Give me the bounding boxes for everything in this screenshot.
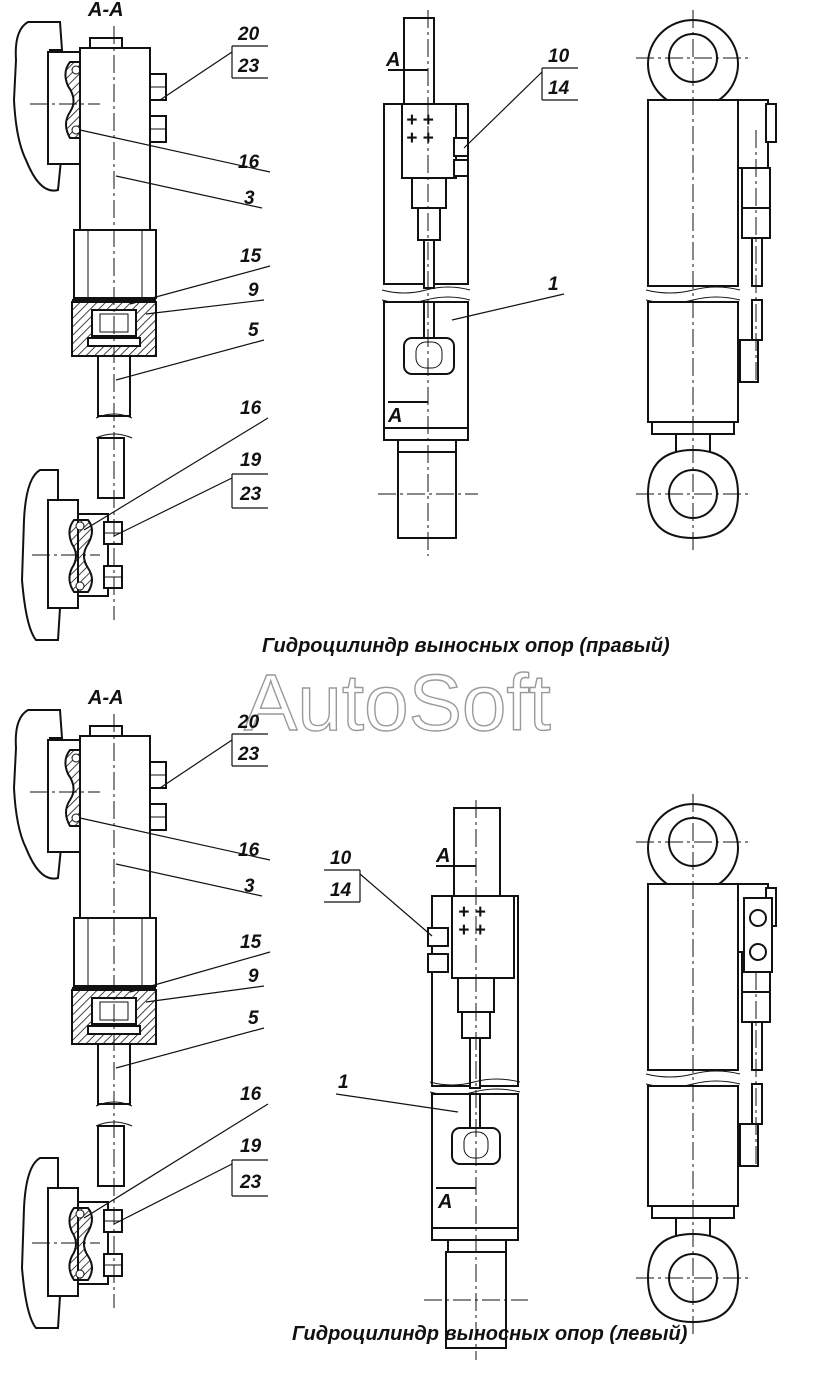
section-label: А-А: [87, 0, 124, 21]
svg-text:+ +: + +: [458, 920, 485, 941]
section-view-right: [13, 21, 167, 641]
callout-1: 1: [338, 1072, 349, 1093]
callout-23: 23: [239, 1172, 262, 1193]
callout-16: 16: [240, 398, 262, 419]
section-arrow-label: A: [385, 49, 400, 71]
callout-23: 23: [237, 744, 260, 765]
callout-23: 23: [237, 56, 260, 77]
callout-16: 16: [238, 840, 260, 861]
right-cylinder-drawing: + + + + A A А-А 20 23: [13, 0, 777, 657]
callout-15: 15: [240, 246, 262, 267]
callout-19: 19: [240, 450, 262, 471]
front-view-left: + + + + A A: [424, 800, 528, 1360]
svg-text:+ +: + +: [458, 902, 485, 923]
callout-9: 9: [248, 966, 259, 987]
callout-14: 14: [548, 78, 570, 99]
callout-5: 5: [248, 1008, 259, 1029]
callout-15: 15: [240, 932, 262, 953]
section-view-left: [13, 709, 167, 1329]
section-arrow-label: A: [437, 1191, 452, 1213]
watermark: AutoSoft: [244, 658, 551, 747]
left-cylinder-drawing: + + + + A A: [13, 687, 777, 1360]
callout-10: 10: [330, 848, 352, 869]
callout-9: 9: [248, 280, 259, 301]
section-arrow-label: A: [435, 845, 450, 867]
callout-16: 16: [238, 152, 260, 173]
section-label: А-А: [87, 687, 124, 709]
callout-3: 3: [244, 188, 255, 209]
callout-1: 1: [548, 274, 559, 295]
section-arrow-label: A: [387, 405, 402, 427]
callout-14: 14: [330, 880, 352, 901]
caption-left: Гидроцилиндр выносных опор (левый): [292, 1323, 688, 1345]
callout-16: 16: [240, 1084, 262, 1105]
callout-20: 20: [237, 712, 260, 733]
callout-23: 23: [239, 484, 262, 505]
side-view-right: [635, 9, 777, 551]
callout-19: 19: [240, 1136, 262, 1157]
callout-10: 10: [548, 46, 570, 67]
caption-right: Гидроцилиндр выносных опор (правый): [262, 635, 670, 657]
callout-3: 3: [244, 876, 255, 897]
callout-20: 20: [237, 24, 260, 45]
side-view-left: [635, 793, 777, 1335]
svg-text:+ +: + +: [406, 110, 433, 131]
callout-5: 5: [248, 320, 259, 341]
front-view-right: + + + + A A: [378, 10, 478, 556]
svg-text:+ +: + +: [406, 128, 433, 149]
